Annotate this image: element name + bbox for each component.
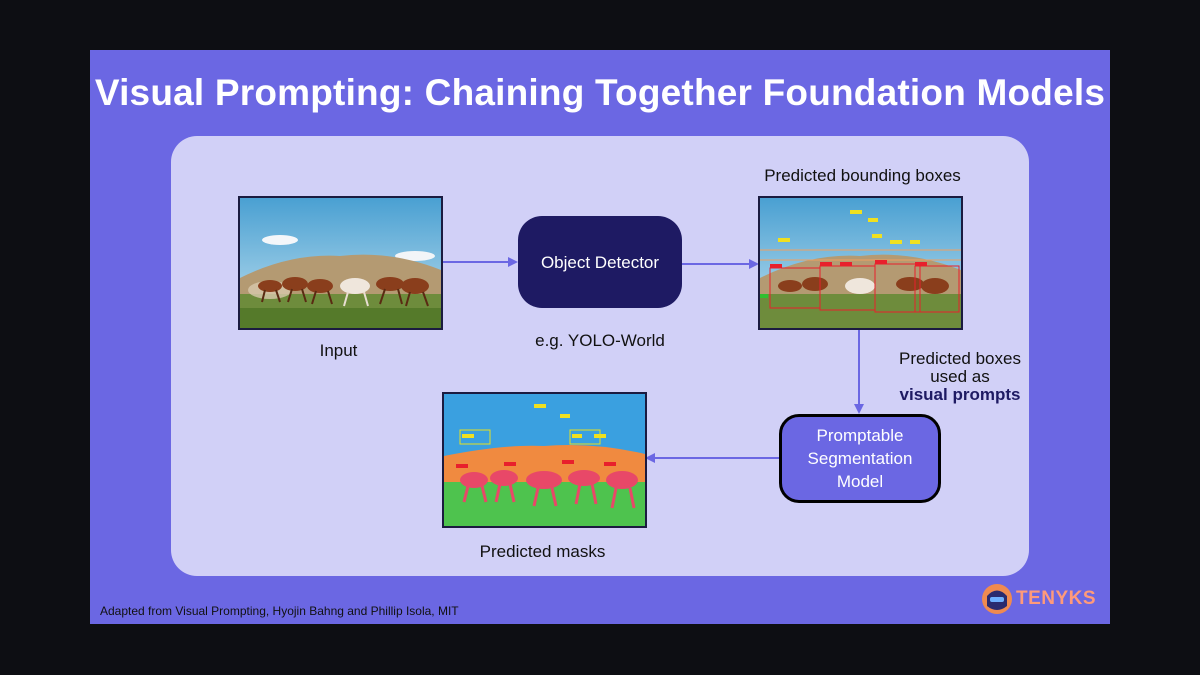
slide-title: Visual Prompting: Chaining Together Foun… bbox=[94, 72, 1106, 113]
tenyks-logo-icon bbox=[982, 584, 1012, 614]
predicted-masks-image bbox=[442, 392, 647, 528]
segmentation-model-node: Promptable Segmentation Model bbox=[779, 414, 941, 503]
example-model-label: e.g. YOLO-World bbox=[535, 331, 665, 350]
predicted-masks-label: Predicted masks bbox=[479, 542, 606, 561]
object-detector-node: Object Detector bbox=[518, 216, 682, 308]
attribution-footer: Adapted from Visual Prompting, Hyojin Ba… bbox=[100, 604, 459, 618]
tenyks-logo-text: TENYKS bbox=[1016, 588, 1097, 609]
caption-line-2: used as bbox=[930, 367, 990, 386]
caption-line-1: Predicted boxes bbox=[899, 349, 1021, 368]
slide: Visual Prompting: Chaining Together Foun… bbox=[90, 50, 1110, 624]
visual-prompts-caption: Predicted boxes used as visual prompts bbox=[880, 350, 1040, 404]
flow-arrows bbox=[441, 257, 864, 463]
caption-line-3: visual prompts bbox=[899, 385, 1021, 404]
predicted-boxes-image bbox=[758, 196, 963, 330]
input-image bbox=[238, 196, 443, 330]
predicted-boxes-title: Predicted bounding boxes bbox=[764, 166, 961, 185]
tenyks-logo: TENYKS bbox=[980, 582, 1100, 616]
input-label: Input bbox=[319, 341, 358, 360]
